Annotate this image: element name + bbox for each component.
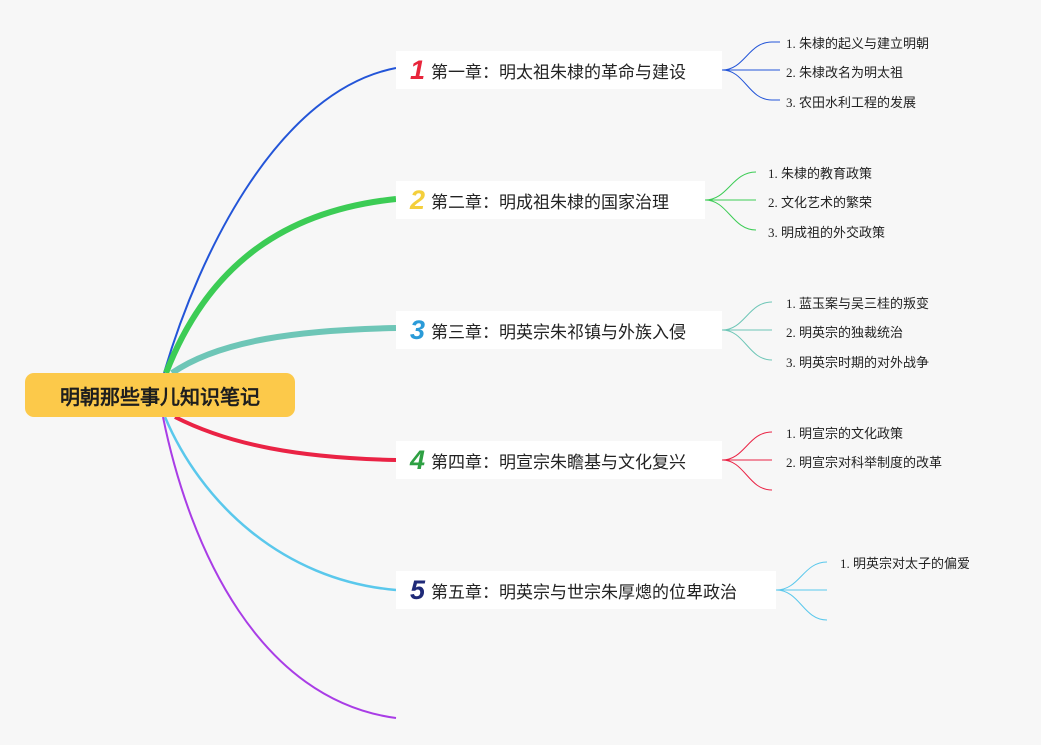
chapter-number-5: 5 [410,574,426,605]
subtopic-2-3[interactable]: 3. 明成祖的外交政策 [768,225,886,240]
subtopic-2-1[interactable]: 1. 朱棣的教育政策 [768,166,873,181]
chapter-number-2: 2 [410,184,426,215]
subtopic-1-3[interactable]: 3. 农田水利工程的发展 [786,95,917,110]
subtopic-5-1[interactable]: 1. 明英宗对太子的偏爱 [840,556,971,571]
chapter-number-4: 4 [410,444,426,475]
chapter-number-1: 1 [410,54,426,85]
chapter-title-3: 第三章：明英宗朱祁镇与外族入侵 [431,322,687,343]
root-title: 明朝那些事儿知识笔记 [60,384,260,409]
root-topic[interactable]: 明朝那些事儿知识笔记 [25,373,295,417]
chapter-node-5[interactable]: 5 第五章：明英宗与世宗朱厚熜的位卑政治 [396,571,776,609]
chapter-title-5: 第五章：明英宗与世宗朱厚熜的位卑政治 [431,582,738,603]
subtopic-3-3[interactable]: 3. 明英宗时期的对外战争 [786,355,930,370]
chapter-node-1[interactable]: 1 第一章：明太祖朱棣的革命与建设 [396,51,722,89]
subtopic-4-2[interactable]: 2. 明宣宗对科举制度的改革 [786,455,943,470]
subtopic-3-2[interactable]: 2. 明英宗的独裁统治 [786,325,904,340]
subtopic-1-2[interactable]: 2. 朱棣改名为明太祖 [786,65,904,80]
chapter-title-4: 第四章：明宣宗朱瞻基与文化复兴 [431,452,687,473]
branch-line-2 [163,196,397,375]
chapter-number-3: 3 [410,314,426,345]
chapter-node-2[interactable]: 2 第二章：明成祖朱棣的国家治理 [396,181,705,219]
subtopic-4-1[interactable]: 1. 明宣宗的文化政策 [786,426,904,441]
chapter-node-4[interactable]: 4 第四章：明宣宗朱瞻基与文化复兴 [396,441,722,479]
branch-line-4 [174,415,397,462]
branch-line-1 [163,67,397,374]
subtopic-1-1[interactable]: 1. 朱棣的起义与建立明朝 [786,36,930,51]
branch-line-5 [163,416,397,592]
branch-line-trailing [162,416,397,719]
chapter-title-1: 第一章：明太祖朱棣的革命与建设 [431,62,687,83]
subtopic-3-1[interactable]: 1. 蓝玉案与吴三桂的叛变 [786,296,930,311]
subtopic-2-2[interactable]: 2. 文化艺术的繁荣 [768,195,873,210]
branch-line-3 [170,325,397,376]
chapter-title-2: 第二章：明成祖朱棣的国家治理 [431,192,670,213]
chapter-node-3[interactable]: 3 第三章：明英宗朱祁镇与外族入侵 [396,311,722,349]
